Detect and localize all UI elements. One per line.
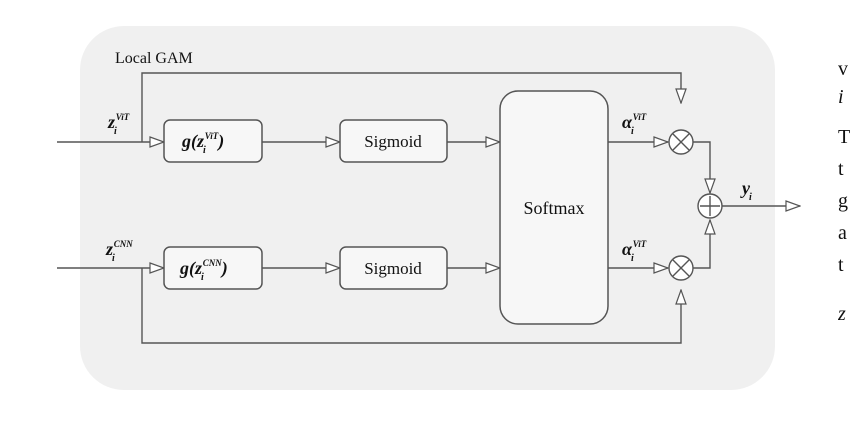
g-cnn-base: g(z [179, 258, 202, 279]
softmax-box [499, 90, 609, 325]
local-gam-container [80, 26, 775, 390]
z-cnn-label: zi CNN [105, 239, 133, 264]
bottom-bypass-line [141, 268, 681, 344]
z-vit-superscript: ViT [116, 112, 130, 122]
sigmoid-top-box [339, 119, 448, 163]
plus-node [697, 193, 723, 219]
alpha-bottom-subscript: i [631, 253, 634, 264]
cropped-right-text-line-8: z [838, 303, 846, 325]
bottom-multiply-to-plus-line [693, 220, 710, 269]
y-output-label: yi [740, 178, 752, 203]
cropped-right-text-line-2: i [838, 86, 844, 108]
cropped-right-text-line-1: v [838, 58, 848, 80]
top-multiply-to-plus-line [693, 141, 710, 193]
z-cnn-base: z [105, 239, 113, 259]
multiply-bottom-node [668, 255, 694, 281]
z-cnn-superscript: CNN [114, 239, 134, 249]
alpha-top-subscript: i [631, 126, 634, 137]
sigmoid-top-label: Sigmoid [364, 132, 422, 151]
local-gam-title: Local GAM [115, 50, 193, 67]
cropped-right-text-line-6: a [838, 222, 847, 244]
alpha-bottom-label: αi ViT [622, 239, 647, 264]
sigmoid-bottom-label: Sigmoid [364, 259, 422, 278]
g-vit-close: ) [216, 131, 224, 152]
y-output-subscript: i [749, 192, 752, 203]
g-vit-box [163, 119, 263, 163]
multiply-bottom-cross-b [672, 259, 690, 277]
cropped-right-text-line-5: g [838, 190, 848, 212]
z-vit-subscript: i [114, 126, 117, 137]
g-vit-label: g(zi ViT) [181, 131, 224, 156]
softmax-label: Softmax [524, 198, 585, 218]
cropped-right-text-line-4: t [838, 158, 844, 180]
cropped-right-text-line-7: t [838, 254, 844, 276]
g-vit-base: g(z [181, 131, 204, 152]
alpha-top-superscript: ViT [633, 112, 647, 122]
g-cnn-label: g(zi CNN) [179, 258, 228, 283]
g-vit-subscript: i [203, 145, 206, 156]
g-vit-superscript: ViT [205, 131, 219, 141]
y-output-base: y [740, 178, 751, 198]
alpha-top-base: α [622, 112, 633, 132]
z-cnn-subscript: i [112, 253, 115, 264]
alpha-top-label: αi ViT [622, 112, 647, 137]
alpha-bottom-base: α [622, 239, 633, 259]
g-cnn-box [163, 246, 263, 290]
g-cnn-subscript: i [201, 272, 204, 283]
z-vit-base: z [107, 112, 115, 132]
cropped-right-text-line-3: T [838, 126, 851, 148]
multiply-top-node [668, 129, 694, 155]
g-cnn-superscript: CNN [203, 258, 223, 268]
top-bypass-line [141, 72, 681, 142]
multiply-top-cross-b [672, 133, 690, 151]
z-vit-label: zi ViT [107, 112, 130, 137]
alpha-bottom-superscript: ViT [633, 239, 647, 249]
g-cnn-close: ) [220, 258, 228, 279]
